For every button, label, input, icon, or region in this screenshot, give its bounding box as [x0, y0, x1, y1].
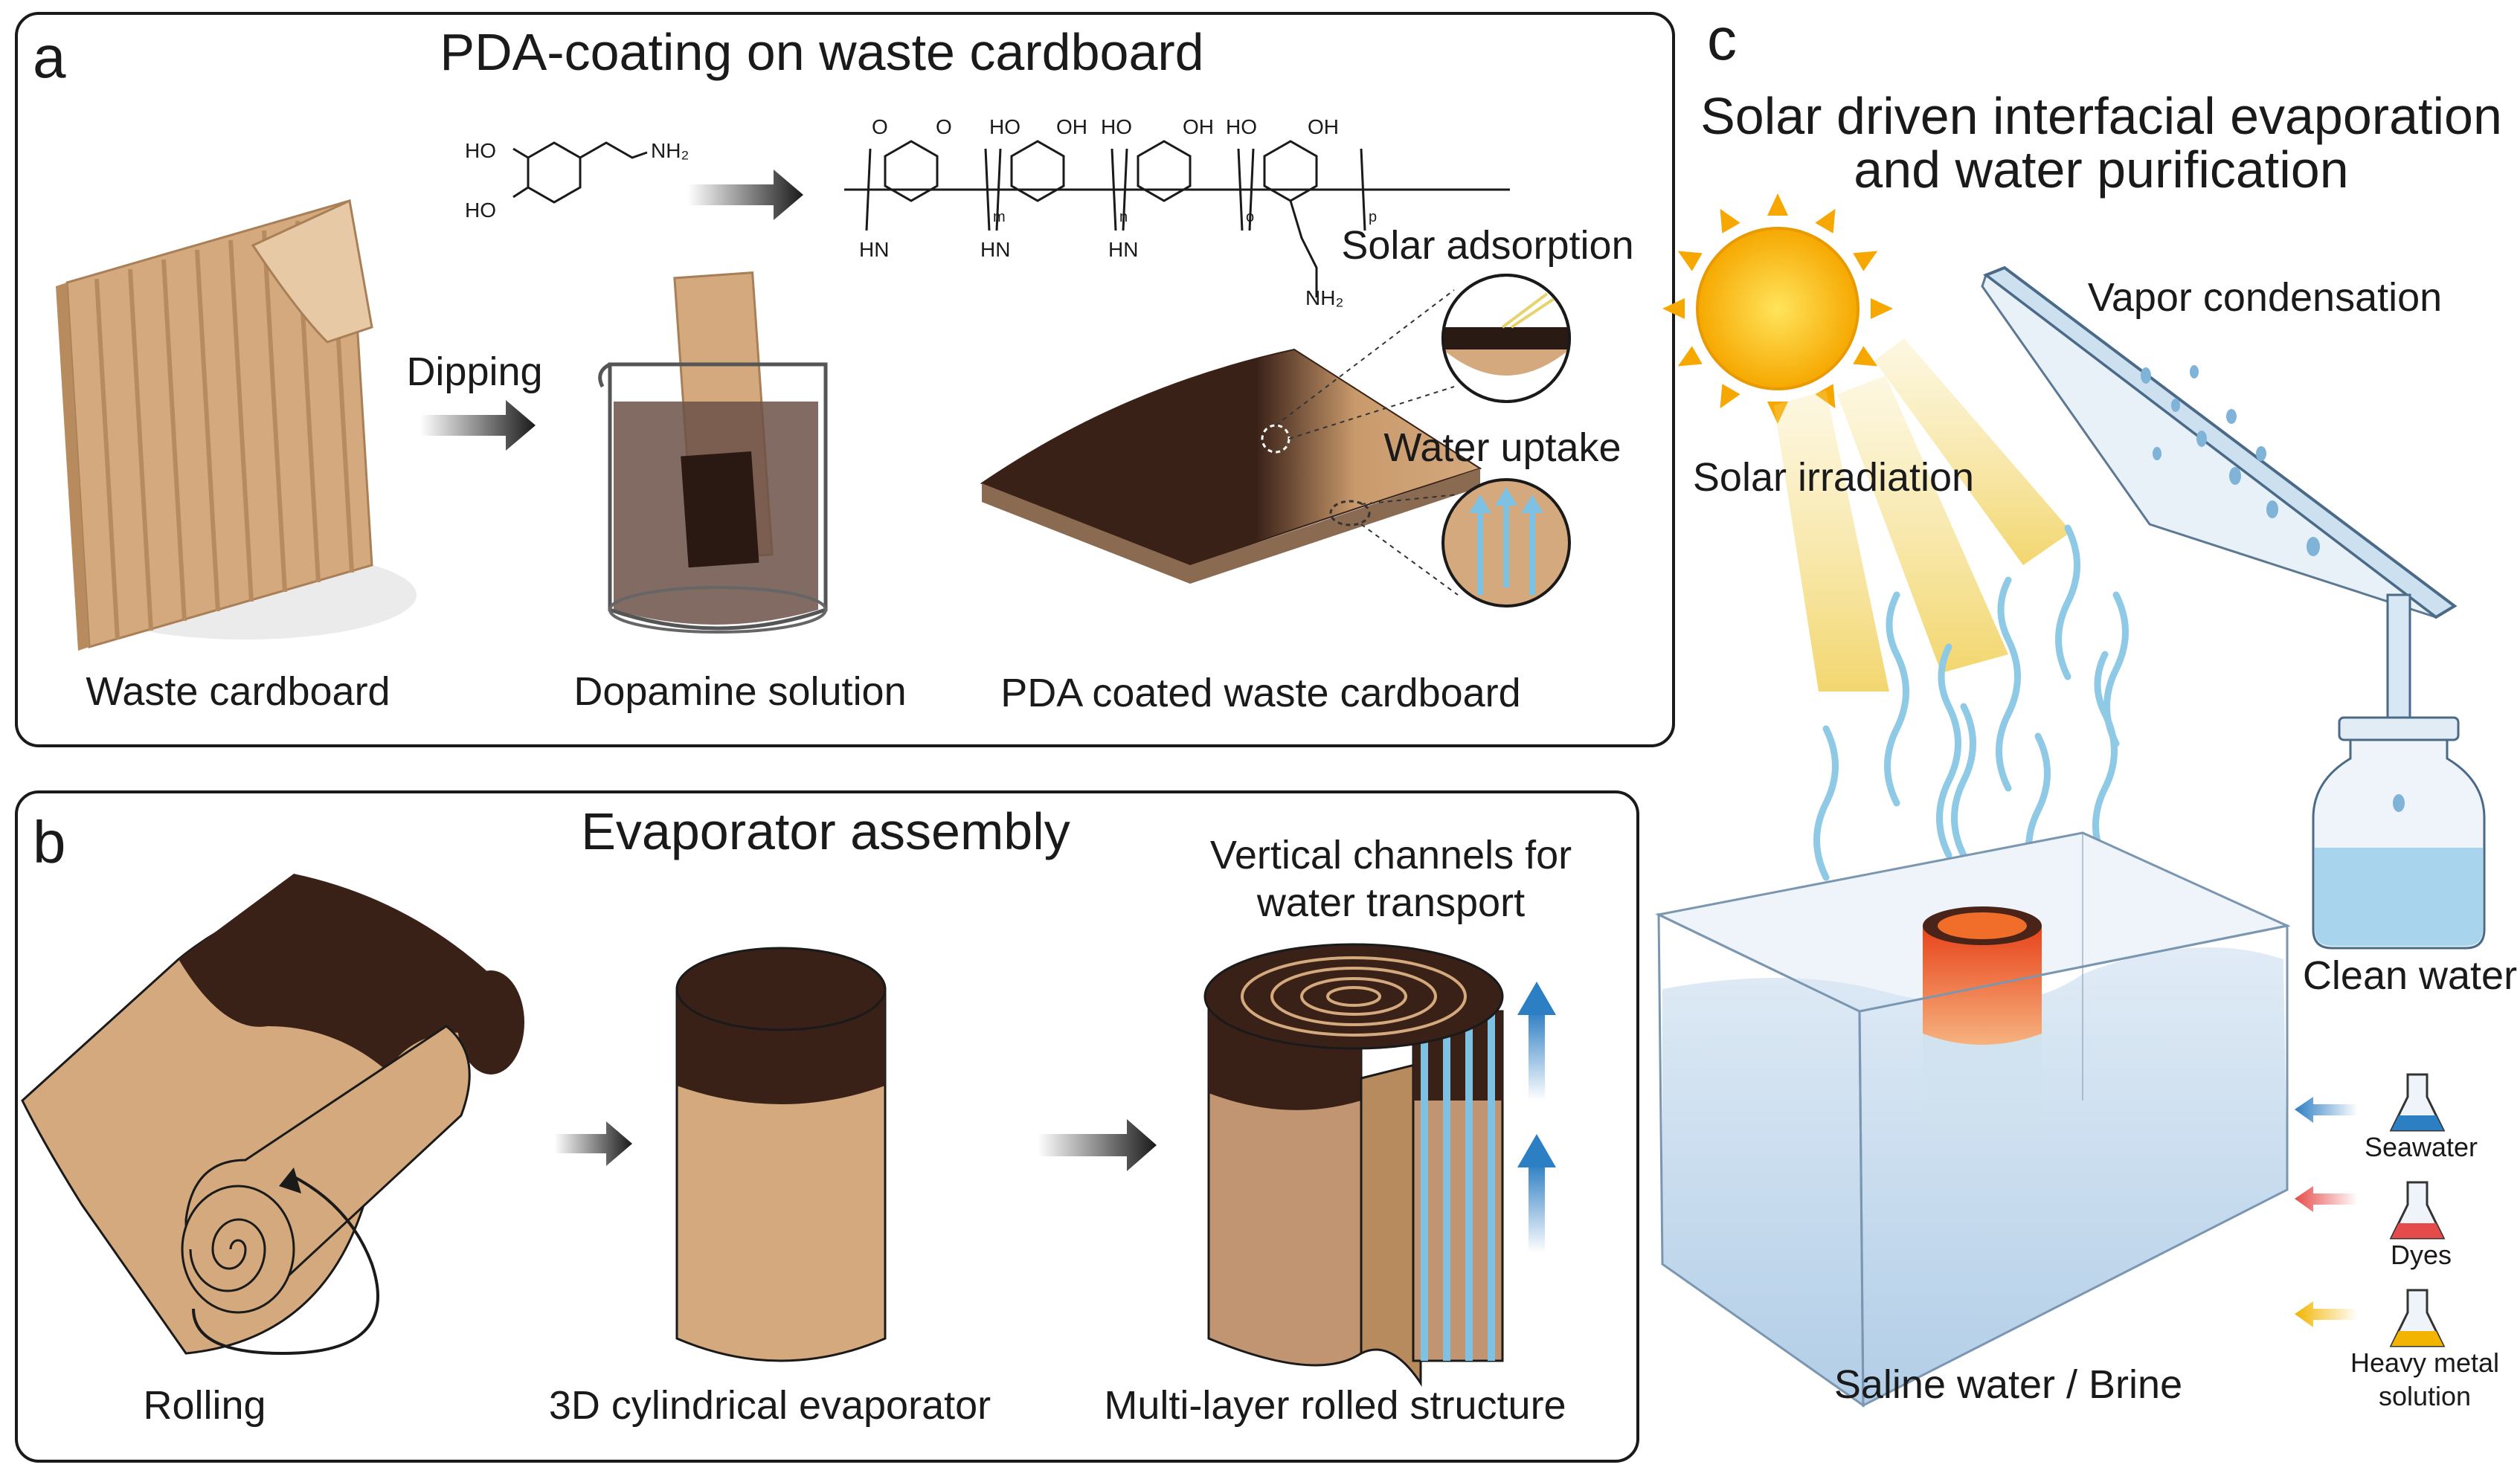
- rolling-illustration: [21, 874, 524, 1356]
- chem-oh-3: OH: [1308, 115, 1339, 138]
- vertical-channels-line2: water transport: [1256, 880, 1525, 925]
- sun-icon: [1662, 193, 1893, 424]
- dopamine-beaker: [598, 271, 828, 634]
- panel-b-frame: [15, 790, 1639, 1463]
- multilayer-illustration: [1203, 943, 1556, 1387]
- panel-c-letter: c: [1707, 6, 1737, 72]
- water-uptake-label: Water uptake: [1383, 425, 1621, 470]
- chem-p: p: [1369, 209, 1377, 225]
- chem-oh-2: OH: [1183, 115, 1214, 138]
- cylinder-illustration: [675, 947, 887, 1362]
- solar-beams: [1774, 338, 2071, 692]
- panel-b: b Evaporator assembly Rolling 3D cylindr…: [15, 790, 1639, 1463]
- panel-a: a PDA-coating on waste cardboard Waste c…: [15, 12, 1675, 747]
- waste-cardboard-illustration: [56, 199, 417, 651]
- chem-ho-1: HO: [465, 139, 496, 162]
- dopamine-structure: [512, 141, 648, 204]
- panel-a-frame: [15, 12, 1675, 747]
- saline-label: Saline water / Brine: [1834, 1362, 2182, 1407]
- panel-c-title-line2: and water purification: [1854, 141, 2348, 199]
- pda-coated-cardboard: [980, 289, 1482, 596]
- chem-hn-1: HN: [859, 238, 889, 261]
- chem-oh-1: OH: [1056, 115, 1087, 138]
- heavy-metal-source: [2295, 1289, 2446, 1347]
- seawater-label: Seawater: [2365, 1132, 2478, 1162]
- water-uptake-inset: [1441, 478, 1571, 608]
- heavy-metal-label-line1: Heavy metal: [2350, 1347, 2499, 1378]
- clean-water-bottle: [2312, 593, 2486, 950]
- panel-a-letter: a: [33, 24, 66, 90]
- chem-hn-3: HN: [1108, 238, 1138, 261]
- chem-ho-2: HO: [465, 199, 496, 222]
- dyes-source: [2295, 1181, 2446, 1240]
- chem-o-1: O: [872, 115, 888, 138]
- chem-ho-4: HO: [1101, 115, 1132, 138]
- solar-irradiation-label: Solar irradiation: [1693, 455, 1974, 500]
- chem-n: n: [1119, 209, 1128, 225]
- chem-nh2: NH₂: [651, 139, 689, 162]
- vertical-channels-line1: Vertical channels for: [1210, 833, 1572, 877]
- panel-b-letter: b: [33, 809, 66, 875]
- dipping-arrow: [420, 400, 536, 451]
- panel-c-title-line1: Solar driven interfacial evaporation: [1700, 87, 2502, 145]
- arrow-cylinder-to-multilayer: [1038, 1119, 1157, 1171]
- pda-coated-label: PDA coated waste cardboard: [1000, 671, 1520, 715]
- vapor-condensation-label: Vapor condensation: [2088, 275, 2442, 320]
- multilayer-label: Multi-layer rolled structure: [1104, 1383, 1566, 1428]
- condensation-plate: [1981, 265, 2458, 619]
- panel-c: c Solar driven interfacial evaporation a…: [1655, 6, 2517, 1411]
- rolling-label: Rolling: [143, 1383, 266, 1428]
- chem-ho-3: HO: [989, 115, 1020, 138]
- dyes-label: Dyes: [2391, 1240, 2452, 1270]
- heavy-metal-label-line2: solution: [2379, 1381, 2471, 1411]
- chem-m: m: [993, 209, 1006, 225]
- chem-hn-2: HN: [980, 238, 1010, 261]
- seawater-source: [2295, 1073, 2446, 1132]
- chem-nh2-2: NH₂: [1305, 286, 1343, 309]
- clean-water-label: Clean water: [2303, 953, 2517, 998]
- dopamine-solution-label: Dopamine solution: [573, 669, 906, 714]
- chem-o-2: O: [936, 115, 952, 138]
- reaction-arrow: [688, 170, 803, 220]
- chem-o-sub: o: [1246, 209, 1254, 225]
- panel-a-title: PDA-coating on waste cardboard: [440, 23, 1203, 81]
- arrow-rolling-to-cylinder: [554, 1121, 632, 1166]
- chem-ho-5: HO: [1226, 115, 1257, 138]
- steam-wisps: [1813, 524, 2129, 889]
- pda-polymer-structure: [844, 140, 1510, 297]
- solar-adsorption-inset: [1441, 274, 1571, 403]
- waste-cardboard-label: Waste cardboard: [86, 669, 390, 714]
- panel-b-title: Evaporator assembly: [581, 802, 1070, 860]
- cylinder-label: 3D cylindrical evaporator: [549, 1383, 991, 1428]
- dipping-label: Dipping: [406, 349, 542, 394]
- solar-adsorption-label: Solar adsorption: [1341, 223, 1633, 268]
- water-tank: [1655, 831, 2291, 1408]
